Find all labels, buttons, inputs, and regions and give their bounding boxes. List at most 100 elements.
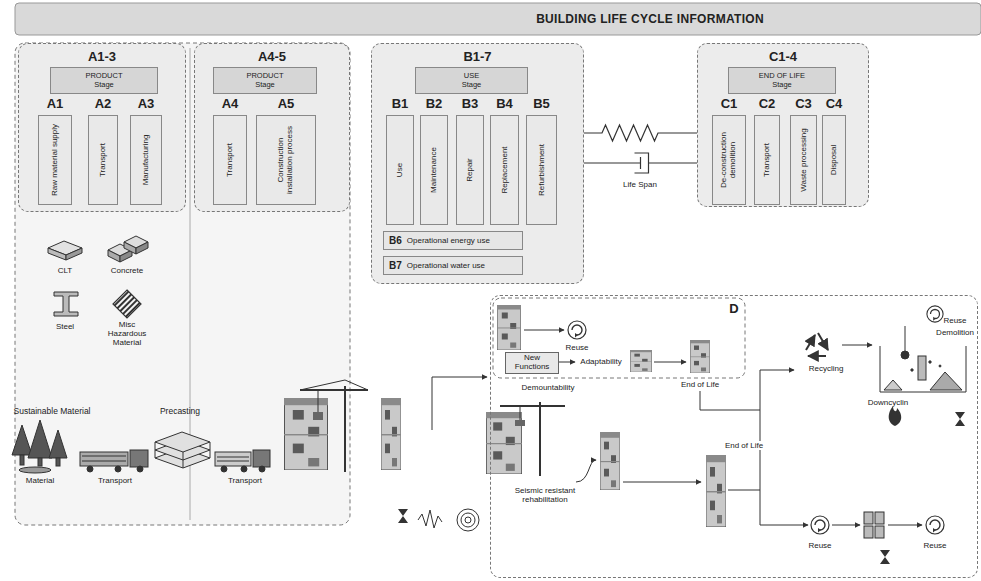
crane-building <box>300 389 368 391</box>
crane-building <box>284 380 368 472</box>
group-box: A1-3PRODUCT StageA1Raw material supplyA2… <box>18 43 186 212</box>
hourglass <box>955 412 965 426</box>
fire-icon <box>889 406 902 426</box>
group-box: B1-7USE StageB1UseB2MaintenanceB3RepairB… <box>371 43 584 284</box>
plain-box: New Functions <box>505 352 559 374</box>
reuse-region <box>493 298 745 378</box>
stage-text: PRODUCT Stage <box>243 72 287 89</box>
truck <box>259 466 265 472</box>
stage-box: END OF LIFE Stage <box>728 67 836 94</box>
stage-code: B6 <box>389 235 402 246</box>
trees <box>12 425 32 455</box>
reuse-icon <box>811 516 829 534</box>
vert-box: B4Replacement <box>490 115 519 225</box>
hourglass <box>880 550 890 564</box>
rehab-building <box>600 432 620 490</box>
precast-stack <box>210 442 211 458</box>
reuse-icon <box>927 306 943 322</box>
hourglass <box>398 509 408 523</box>
stage-code: A2 <box>95 96 112 111</box>
label-text: Transport <box>227 476 263 485</box>
flow-arrows <box>728 490 760 491</box>
fire-icon <box>889 406 902 426</box>
demolition-bracket <box>929 361 931 363</box>
dregion-box: DNew Functions <box>490 295 978 578</box>
stage-label: Replacement <box>500 119 509 221</box>
hourglass <box>880 550 890 564</box>
precast-stack <box>155 432 210 468</box>
group-text: C1-4 <box>769 49 797 64</box>
stage-label: Disposal <box>830 119 839 201</box>
demolition-bracket <box>939 365 941 367</box>
stage-text: PRODUCT Stage <box>82 72 126 89</box>
trees <box>28 420 52 458</box>
stage-code: B1 <box>392 96 409 111</box>
truck <box>82 461 126 462</box>
truck <box>253 450 270 467</box>
label-text: End of Life <box>680 380 720 389</box>
reuse-icon <box>927 306 943 322</box>
reuse-icon <box>568 321 586 339</box>
stage-label: Maintenance <box>430 119 439 221</box>
label-text: Reuse <box>922 541 947 550</box>
recycle-icon <box>806 333 828 356</box>
stage-code: C3 <box>795 96 812 111</box>
panels <box>875 526 884 538</box>
flow-arrows <box>559 362 575 363</box>
group-box: C1-4END OF LIFE StageC1De-construction d… <box>697 43 869 207</box>
title-bar <box>15 3 981 35</box>
recycle-icon <box>818 333 828 350</box>
flow-arrows <box>842 345 872 346</box>
clt-icon <box>48 248 66 260</box>
demolition-bracket <box>884 380 902 390</box>
truck <box>217 461 249 462</box>
flow-arrows <box>700 391 760 410</box>
recycle-icon <box>808 355 826 357</box>
hourglass <box>398 509 408 523</box>
stage-label: Transport <box>226 119 235 201</box>
stage-label: Raw material supply <box>51 119 60 201</box>
vert-box: B1Use <box>386 115 414 225</box>
vert-box: A5Construction installation process <box>256 115 316 205</box>
label-text: Reuse <box>942 316 967 325</box>
dashpot-connector <box>584 153 697 173</box>
label-text: Transport <box>97 476 133 485</box>
truck <box>80 452 128 466</box>
stage-box: PRODUCT Stage <box>50 67 158 94</box>
concrete-icon <box>108 250 120 262</box>
truck <box>82 456 126 457</box>
seismic-wave <box>418 510 442 528</box>
label-text: Demountability <box>521 383 576 392</box>
plain-text: New Functions <box>509 354 555 372</box>
panels <box>864 512 873 524</box>
vert-box: B3Repair <box>456 115 484 225</box>
demolition-bracket <box>905 326 906 352</box>
stage-label: Waste processing <box>799 119 808 201</box>
truck <box>215 450 270 472</box>
truck <box>80 450 148 472</box>
crane-building <box>318 390 319 412</box>
truck <box>241 466 247 472</box>
group-box: A4-5PRODUCT StageA4TransportA5Constructi… <box>194 43 350 212</box>
vert-box: C1De-construction demolition <box>712 115 746 205</box>
adapted-building <box>630 350 652 372</box>
reuse-icon <box>926 516 944 534</box>
building <box>381 398 401 470</box>
trees <box>20 455 24 465</box>
concrete-icon <box>124 242 136 254</box>
label-text: Misc Hazardous Material <box>104 320 150 348</box>
vert-box: C2Transport <box>754 115 780 205</box>
clt-icon <box>66 248 82 260</box>
stage-code: B3 <box>462 96 479 111</box>
concrete-icon <box>120 250 132 262</box>
label-text: Demolition <box>935 328 975 337</box>
crane-building <box>284 398 328 470</box>
hazard-icon <box>113 290 141 318</box>
label-text: Steel <box>55 322 75 331</box>
reuse-icon <box>568 321 586 339</box>
trees <box>49 430 67 458</box>
label-text: End of Life <box>724 441 764 450</box>
truck <box>115 466 121 472</box>
vert-box: C3Waste processing <box>790 115 817 205</box>
